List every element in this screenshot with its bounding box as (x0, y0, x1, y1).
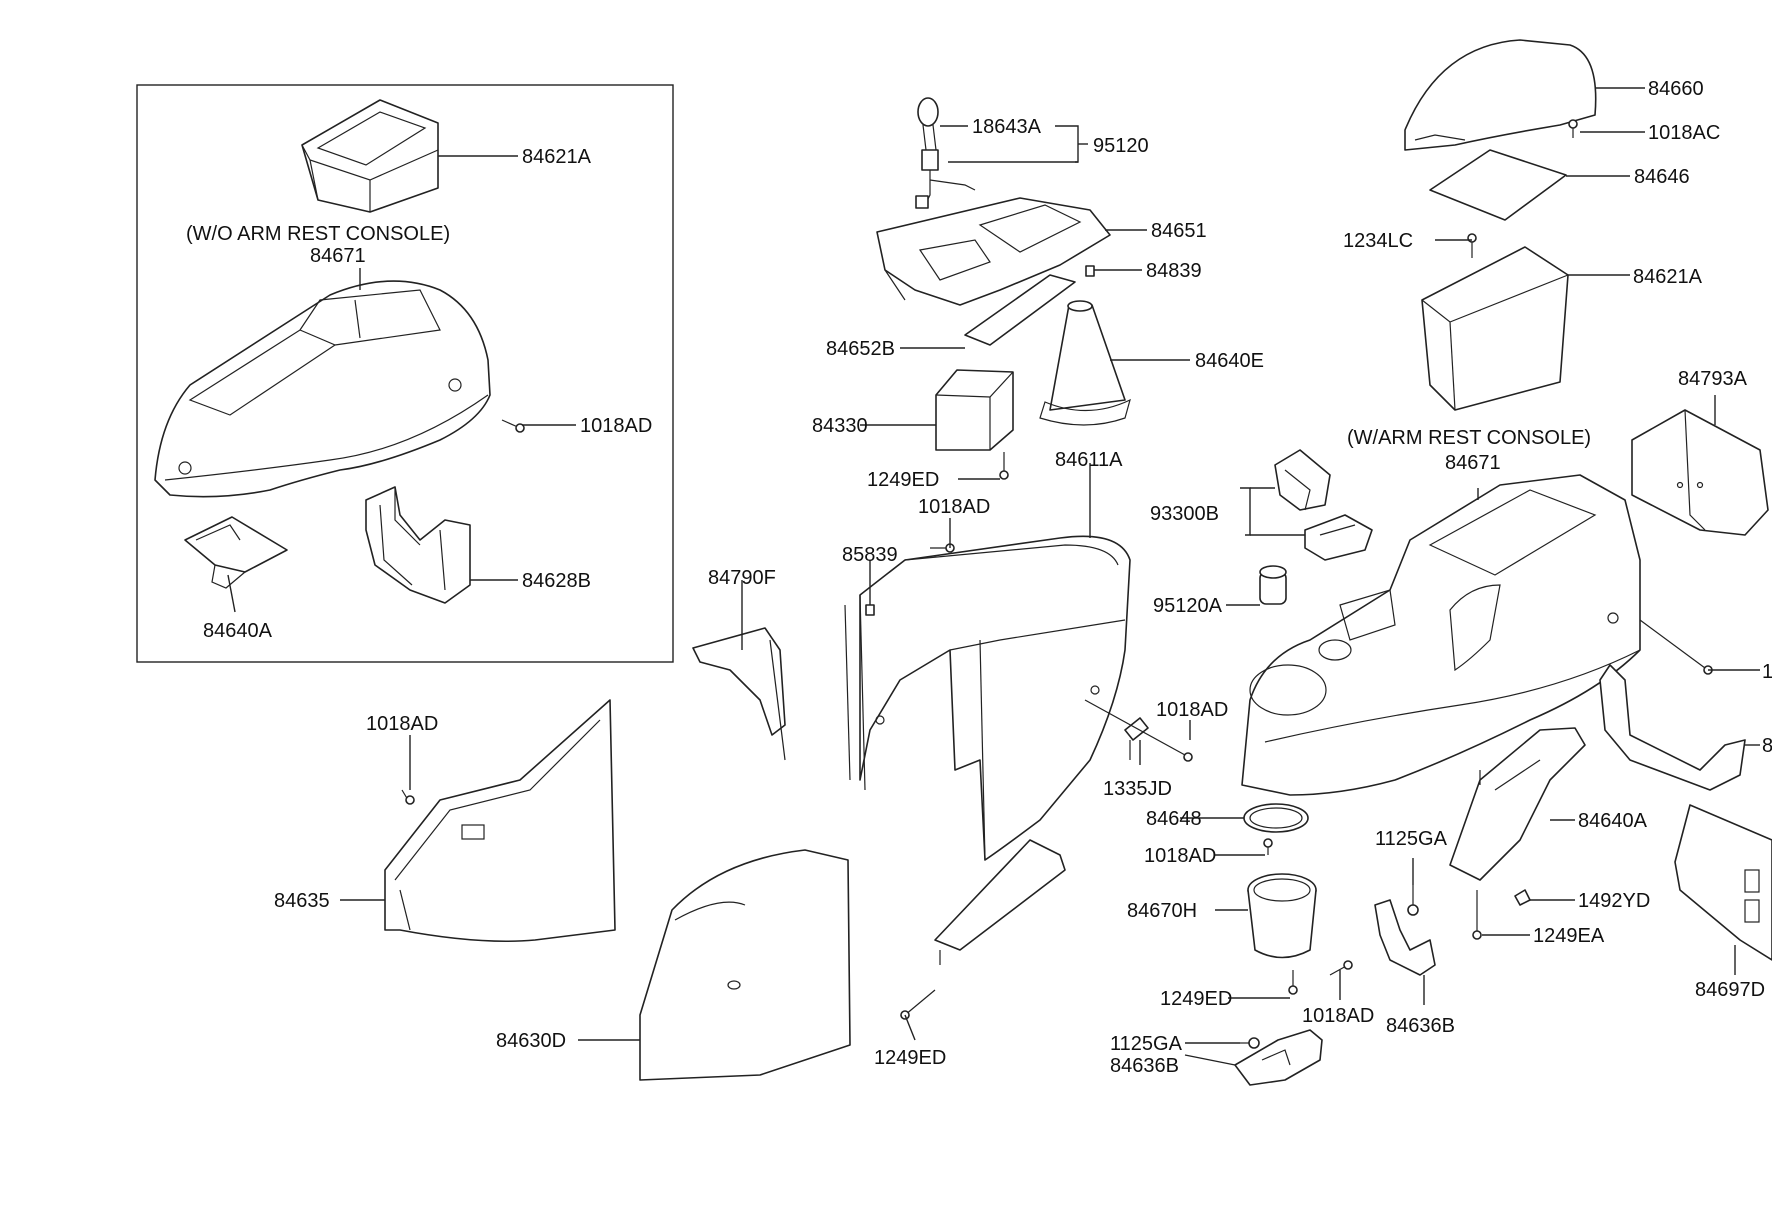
label-85839: 85839 (842, 544, 898, 566)
label-1018AC: 1018AC (1648, 122, 1720, 144)
label-1125GA-a: 1125GA (1375, 828, 1448, 850)
label-84621A-right: 84621A (1633, 266, 1703, 288)
part-1018AD-screw-d (401, 789, 415, 805)
inset-frame (136, 84, 674, 663)
label-84636B-a: 84636B (1386, 1015, 1455, 1037)
label-84660: 84660 (1648, 78, 1704, 100)
label-84621A-inset: 84621A (522, 146, 592, 168)
label-1018AD-inset: 1018AD (580, 415, 652, 437)
part-lower-bracket-center (934, 839, 1066, 965)
part-1018AD-screw-f (1263, 838, 1273, 855)
label-84640E: 84640E (1195, 350, 1264, 372)
part-1234LC-screw (1467, 233, 1477, 258)
label-1018AD-d: 1018AD (366, 713, 438, 735)
label-1018AD-f: 1018AD (1144, 845, 1216, 867)
leader-lines (227, 87, 1760, 1066)
part-84621A-tray-inset (301, 99, 439, 213)
label-84652B: 84652B (826, 338, 895, 360)
note-wo-arm-rest: (W/O ARM REST CONSOLE) (186, 223, 450, 245)
part-1018AD-screw-c (1084, 699, 1193, 762)
part-1018AD-screw-g (1329, 960, 1353, 976)
part-84648-ring (1243, 803, 1309, 833)
note-w-arm-rest: (W/ARM REST CONSOLE) (1347, 427, 1591, 449)
part-1249ED-screw-a (999, 452, 1009, 480)
label-84697D: 84697D (1695, 979, 1765, 1001)
label-84671-inset: 84671 (310, 245, 366, 267)
part-84790F-bracket (692, 604, 851, 781)
part-84640A-bracket-inset (184, 516, 288, 589)
part-1018AC-screw (1568, 119, 1578, 138)
label-1234LC: 1234LC (1343, 230, 1413, 252)
label-1018AD-g: 1018AD (1302, 1005, 1374, 1027)
label-84793A: 84793A (1678, 368, 1748, 390)
part-84330-box (935, 369, 1014, 451)
label-84640A-inset: 84640A (203, 620, 273, 642)
part-84621A-bin (1421, 246, 1569, 411)
label-1125GA-b: 1125GA (1110, 1033, 1183, 1055)
label-1249ED-b: 1249ED (874, 1047, 946, 1069)
label-84611A: 84611A (1055, 449, 1123, 471)
label-84839: 84839 (1146, 260, 1202, 282)
part-84660-armrest-lid (1404, 39, 1597, 151)
label-1249ED-c: 1249ED (1160, 988, 1232, 1010)
part-84635-side-panel (384, 699, 616, 943)
label-1018AD-e: 10 (1762, 661, 1772, 683)
part-1018AD-screw-inset (501, 419, 525, 433)
part-84646-pad (1429, 149, 1567, 221)
label-84636B-b: 84636B (1110, 1055, 1179, 1077)
part-u-bracket-right (1599, 664, 1746, 791)
part-84671-console-main (1241, 474, 1641, 796)
label-84670H: 84670H (1127, 900, 1197, 922)
part-1249ED-screw-b (900, 989, 936, 1020)
label-84640A-right: 84640A (1578, 810, 1648, 832)
label-1492YD: 1492YD (1578, 890, 1650, 912)
part-84651-upper-tray (876, 197, 1111, 306)
part-84839-clip (1085, 265, 1095, 277)
label-84671-right: 84671 (1445, 452, 1501, 474)
part-84640E-boot (1039, 300, 1131, 426)
part-1249EA-screw (1472, 890, 1482, 940)
label-18643A: 18643A (972, 116, 1042, 138)
part-84640A-bracket-right (1449, 727, 1586, 881)
label-84635: 84635 (274, 890, 330, 912)
part-1125GA-screw-b (1240, 1037, 1260, 1049)
part-84628B-bracket-inset (365, 486, 471, 604)
part-84793A-holder (1631, 409, 1769, 536)
part-84611A-housing (859, 535, 1131, 861)
part-84636B-bracket-a (1374, 899, 1436, 976)
label-84646: 84646 (1634, 166, 1690, 188)
part-84671-console-inset (154, 280, 491, 498)
part-84697D-bracket (1674, 804, 1772, 961)
part-93300B-switch-lower (1304, 514, 1373, 561)
label-84648: 84648 (1146, 808, 1202, 830)
label-1249EA: 1249EA (1533, 925, 1605, 947)
part-95120A-socket (1259, 565, 1287, 605)
part-1492YD-clip (1514, 889, 1531, 906)
part-84652B-mat (964, 274, 1076, 346)
label-1018AD-c: 1018AD (1156, 699, 1228, 721)
label-8-clip: 8 (1762, 735, 1772, 757)
part-1125GA-screw-a (1407, 885, 1419, 916)
label-84790F: 84790F (708, 567, 776, 589)
part-84636B-bracket-b (1234, 1029, 1323, 1086)
part-labels: (W/O ARM REST CONSOLE) (W/ARM REST CONSO… (186, 78, 1772, 1077)
label-84628B: 84628B (522, 570, 591, 592)
part-93300B-switch-upper (1274, 449, 1331, 511)
part-95120-socket-assembly (915, 97, 976, 209)
part-1018AD-screw-e (1639, 619, 1713, 675)
label-95120: 95120 (1093, 135, 1149, 157)
part-84630D-side-panel (639, 849, 851, 1081)
label-93300B: 93300B (1150, 503, 1219, 525)
label-84630D: 84630D (496, 1030, 566, 1052)
label-84651: 84651 (1151, 220, 1207, 242)
part-84670H-cup-holder (1247, 873, 1317, 959)
label-1249ED-a: 1249ED (867, 469, 939, 491)
part-85839-clip (865, 604, 875, 616)
label-1018AD-b: 1018AD (918, 496, 990, 518)
label-84330: 84330 (812, 415, 868, 437)
label-95120A: 95120A (1153, 595, 1223, 617)
part-1249ED-screw-c (1288, 970, 1298, 995)
label-1335JD: 1335JD (1103, 778, 1172, 800)
